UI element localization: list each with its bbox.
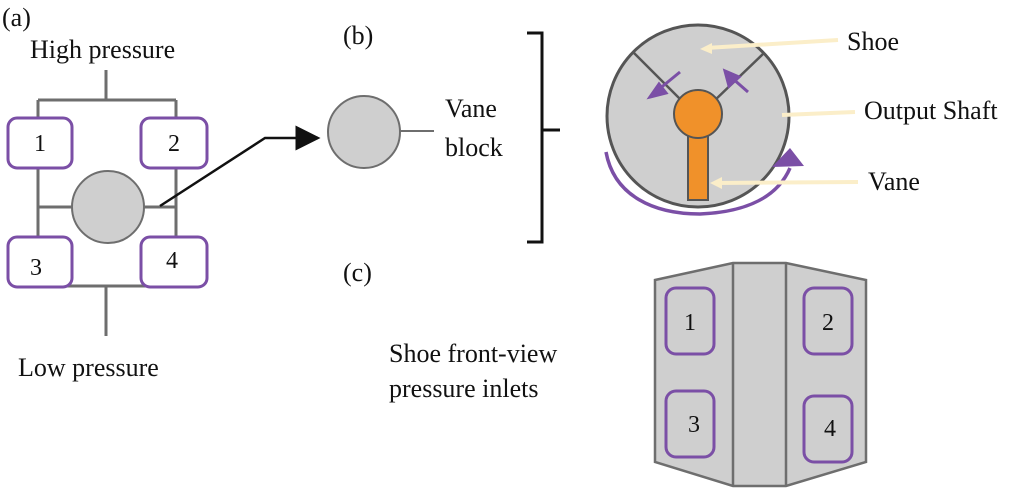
panel-a: (a) High pressure Low pressure 1 2 3 <box>2 3 321 382</box>
inlet-label-3: 3 <box>30 255 42 281</box>
shoe-arrow-right <box>722 68 749 94</box>
shoe-inlet-label-1: 1 <box>684 310 696 336</box>
panel-b: (b) Vane block <box>327 21 998 244</box>
output-shaft-label: Output Shaft <box>864 96 998 125</box>
rotor-detail <box>604 23 859 216</box>
shoe-inlet-label-4: 4 <box>824 416 836 442</box>
vane-block-label-2: block <box>445 133 503 162</box>
shoe-callout-head <box>700 43 712 54</box>
inlet-label-4: 4 <box>166 248 178 274</box>
output-shaft-callout <box>781 110 856 117</box>
panel-a-label: (a) <box>2 3 31 32</box>
shoe-line-left <box>633 52 684 103</box>
vane-block-label-1: Vane <box>445 94 497 123</box>
rotation-arrow-head <box>772 148 804 167</box>
vane-callout-head <box>710 177 722 189</box>
vane-block-circle <box>327 95 401 169</box>
output-shaft <box>673 89 723 139</box>
vane-callout <box>715 180 859 185</box>
shoe-front-view: 1 2 3 4 <box>653 261 868 488</box>
panel-b-label: (b) <box>343 21 373 50</box>
shoe-inlet-label-3: 3 <box>688 412 700 438</box>
rotation-arrow <box>604 151 792 216</box>
inlet-box-3: 3 <box>6 235 74 289</box>
panel-c: (c) Shoe front-view pressure inlets 1 2 … <box>343 258 868 488</box>
shoe-inlet-label-2: 2 <box>822 310 834 336</box>
shoe-arrow-left <box>646 70 681 100</box>
shoe-label: Shoe <box>847 27 899 56</box>
inlet-box-4: 4 <box>139 235 209 289</box>
vane-block-circle-small <box>71 170 145 244</box>
shoe-inlet-3: 3 <box>664 389 716 459</box>
inlet-box-1: 1 <box>6 116 74 170</box>
low-pressure-label: Low pressure <box>18 353 159 382</box>
bracket <box>527 31 544 244</box>
shoe-inlet-4: 4 <box>802 394 854 464</box>
vane-label: Vane <box>868 167 920 196</box>
inlet-label-2: 2 <box>168 131 180 157</box>
shoe-callout <box>705 38 839 50</box>
front-view-label-1: Shoe front-view <box>389 339 557 368</box>
panel-c-label: (c) <box>343 258 372 287</box>
high-pressure-label: High pressure <box>30 35 175 64</box>
inlet-box-2: 2 <box>139 116 209 170</box>
shoe-inlet-1: 1 <box>664 286 716 356</box>
front-view-label-2: pressure inlets <box>389 374 538 403</box>
inlet-label-1: 1 <box>34 131 46 157</box>
shoe-inlet-2: 2 <box>802 286 854 356</box>
connector-arrow <box>159 125 321 208</box>
